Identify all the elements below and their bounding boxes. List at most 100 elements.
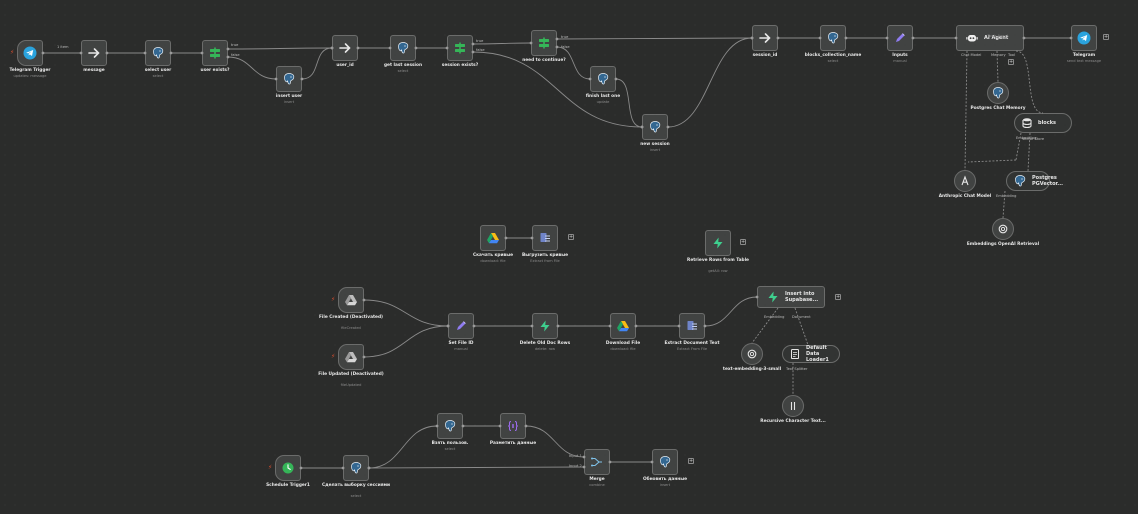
node-inputs[interactable] [887,25,913,51]
add-node-button[interactable]: + [688,458,694,464]
node-gdrive-download[interactable] [480,225,506,251]
node-insert-into-supabase[interactable]: Insert into Supabase... [757,286,825,308]
node-finish-last-one[interactable] [590,66,616,92]
port-label: 1 item [57,45,69,49]
node-subtitle: download: file [610,347,636,351]
node-ai-agent[interactable]: AI Agent [956,25,1024,51]
telegram-icon [1077,31,1091,45]
node-label: File Created (Deactivated) [318,315,384,320]
node-session-exists[interactable] [447,35,473,61]
node-download-file[interactable] [610,313,636,339]
extract-icon [685,319,699,333]
postgres-icon [396,41,410,55]
node-label: blocks [1038,120,1056,126]
node-pg-select-sessions[interactable] [343,455,369,481]
node-postgres-pgvector[interactable]: Postgres PGVector... [1006,171,1063,191]
database-icon [1021,117,1033,129]
google-drive-icon [486,231,500,245]
node-label: get last session [383,63,423,68]
node-schedule-trigger[interactable] [275,455,301,481]
node-label: Скачать кривые [472,253,514,258]
postgres-icon [151,46,165,60]
node-retrieve-rows[interactable] [705,230,731,256]
port-label: false [476,48,485,52]
node-delete-old-doc-rows[interactable] [532,313,558,339]
node-user-exists[interactable] [202,40,228,66]
robot-icon [965,31,979,45]
add-node-button[interactable]: + [1103,34,1109,40]
node-label: Inputs [892,53,908,58]
node-label: need to continue? [522,58,566,63]
port-label: true [476,39,484,43]
node-need-to-continue[interactable] [531,30,557,56]
node-subtitle: update [596,100,610,104]
pencil-icon [454,319,468,333]
node-recursive-text-splitter[interactable] [782,395,804,417]
node-default-data-loader[interactable]: Default Data Loader1 [782,345,840,363]
node-label: Postgres Chat Memory [970,106,1026,111]
node-subtitle: select [152,74,164,78]
extract-icon [538,231,552,245]
postgres-icon [658,455,672,469]
port-label: Document [792,315,811,319]
node-blocks-collection-name[interactable] [820,25,846,51]
supabase-icon [766,290,780,304]
if-icon [537,36,551,50]
node-file-updated[interactable] [338,344,364,370]
node-subtitle: insert [649,148,661,152]
anthropic-icon [959,175,971,187]
node-get-last-session[interactable] [390,35,416,61]
node-telegram-trigger[interactable] [17,40,43,66]
node-insert-user[interactable] [276,66,302,92]
add-node-button[interactable]: + [1008,59,1014,65]
node-label: Выгрузить кривые [521,253,568,258]
node-user-id[interactable] [332,35,358,61]
node-subtitle: fileUpdated [340,383,362,387]
postgres-icon [1013,174,1027,188]
node-new-session[interactable] [642,114,668,140]
node-label: Schedule Trigger1 [266,483,310,488]
node-label: new session [640,142,670,147]
trigger-bolt-icon: ⚡ [10,49,15,56]
postgres-icon [991,86,1005,100]
node-label: Set File ID [448,341,474,346]
node-embeddings-openai-small[interactable] [741,343,763,365]
node-label: Разметить данные [489,441,537,446]
node-label: Обновить данные [642,477,688,482]
node-label: Delete Old Doc Rows [519,341,571,346]
node-pg-select-2[interactable] [437,413,463,439]
port-label: Input 1 [569,454,582,458]
node-blocks[interactable]: blocks [1014,113,1072,133]
add-node-button[interactable]: + [568,234,574,240]
node-anthropic-chat-model[interactable] [954,170,976,192]
node-message[interactable] [81,40,107,66]
node-embeddings-openai[interactable] [992,218,1014,240]
node-set-file-id[interactable] [448,313,474,339]
node-file-created[interactable] [338,287,364,313]
node-merge[interactable] [584,449,610,475]
add-node-button[interactable]: + [740,239,746,245]
node-extract-document-text[interactable] [679,313,705,339]
node-telegram[interactable] [1071,25,1097,51]
clock-icon [281,461,295,475]
node-pg-update[interactable] [652,449,678,475]
node-extract-from-file[interactable] [532,225,558,251]
node-label: user exists? [200,68,230,73]
node-session-id[interactable] [752,25,778,51]
supabase-icon [711,236,725,250]
node-label: AI Agent [984,35,1009,41]
port-label: Vector Store [1022,137,1045,141]
postgres-icon [282,72,296,86]
node-label: Взять пользов. [431,441,469,446]
node-select-user[interactable] [145,40,171,66]
node-label: session_id [752,53,778,58]
node-postgres-chat-memory[interactable] [987,82,1009,104]
port-label: Embedding [764,315,785,319]
node-subtitle: updates: message [13,74,47,78]
add-node-button[interactable]: + [835,294,841,300]
node-set-format[interactable] [500,413,526,439]
port-label: Embedding [996,194,1017,198]
node-subtitle: delete: row [534,347,556,351]
trigger-bolt-icon: ⚡ [331,296,336,303]
